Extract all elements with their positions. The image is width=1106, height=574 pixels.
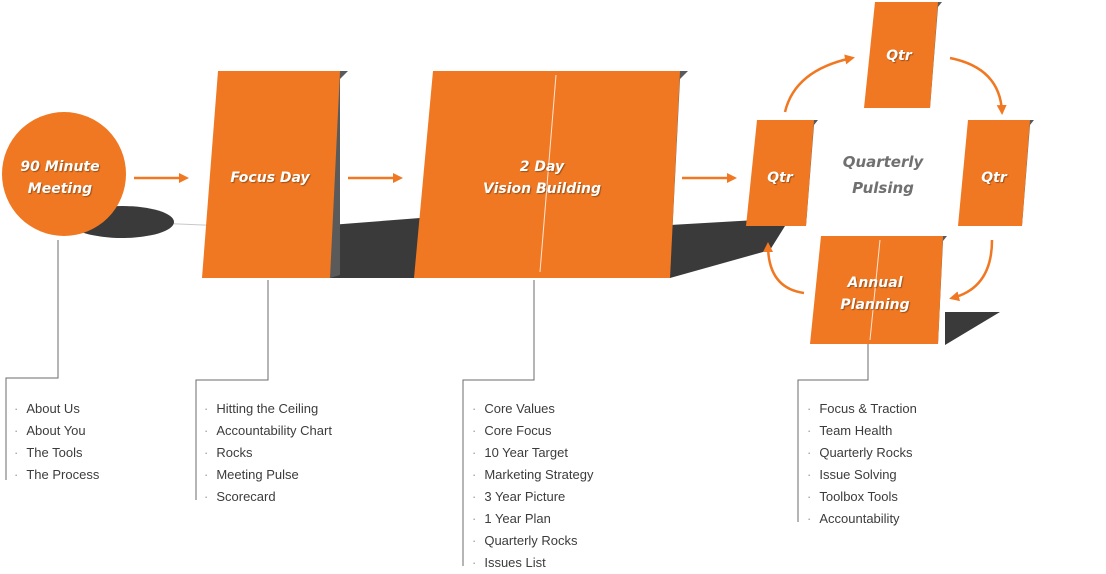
list-item: ·The Tools — [14, 445, 83, 460]
list-item: ·Issue Solving — [807, 467, 897, 482]
vision-divider — [539, 74, 557, 273]
list-item: ·Quarterly Rocks — [807, 445, 913, 460]
list-item: ·1 Year Plan — [472, 511, 551, 526]
list-item: ·Focus & Traction — [807, 401, 917, 416]
list-item: ·Meeting Pulse — [204, 467, 299, 482]
list-item: ·Accountability — [807, 511, 900, 526]
vision-topics-list: ·Core Values ·Core Focus ·10 Year Target… — [472, 398, 593, 574]
list-item: ·Rocks — [204, 445, 253, 460]
focus-day-topics-list: ·Hitting the Ceiling ·Accountability Cha… — [204, 398, 332, 508]
list-item: ·3 Year Picture — [472, 489, 566, 504]
vision-shadow — [670, 218, 790, 278]
vision-building-label: 2 Day Vision Building — [482, 159, 602, 197]
list-item: ·Quarterly Rocks — [472, 533, 578, 548]
list-item: ·Marketing Strategy — [472, 467, 594, 482]
focus-connector — [195, 280, 269, 500]
list-item: ·Scorecard — [204, 489, 276, 504]
vision-card — [414, 71, 680, 278]
list-item: ·10 Year Target — [472, 445, 568, 460]
meeting-label: 90 Minute Meeting — [20, 159, 100, 197]
qtr-right-card — [958, 120, 1030, 226]
qtr-left-label: Qtr — [767, 170, 793, 186]
qtr-top-card — [864, 2, 938, 108]
annual-shadow — [945, 312, 1000, 345]
focus-day-label: Focus Day — [230, 170, 310, 186]
focus-day-shadow — [330, 218, 420, 278]
arrow-qtr-left-to-top — [783, 54, 855, 113]
arrow-annual-to-qtr-left — [763, 242, 805, 295]
annual-planning-label: Annual Planning — [840, 275, 910, 313]
list-item: ·Issues List — [472, 555, 546, 570]
arrow-qtr-top-to-right — [949, 56, 1007, 115]
focus-day-card — [202, 71, 340, 278]
list-item: ·Accountability Chart — [204, 423, 332, 438]
list-item: ·Team Health — [807, 423, 893, 438]
meeting-circle — [2, 112, 126, 236]
annual-card — [810, 236, 943, 344]
meeting-topics-list: ·About Us ·About You ·The Tools ·The Pro… — [14, 398, 99, 486]
list-item: ·About Us — [14, 401, 80, 416]
quarterly-topics-list: ·Focus & Traction ·Team Health ·Quarterl… — [807, 398, 917, 530]
list-item: ·Core Values — [472, 401, 555, 416]
quarterly-connector — [797, 344, 869, 522]
annual-divider — [869, 239, 881, 341]
list-item: ·Toolbox Tools — [807, 489, 898, 504]
qtr-top-label: Qtr — [886, 48, 912, 64]
qtr-right-label: Qtr — [981, 170, 1007, 186]
qtr-left-card — [746, 120, 814, 226]
meeting-connector — [5, 240, 59, 480]
list-item: ·Hitting the Ceiling — [204, 401, 319, 416]
list-item: ·About You — [14, 423, 86, 438]
list-item: ·The Process — [14, 467, 100, 482]
vision-connector — [462, 280, 535, 566]
arrow-qtr-right-to-annual — [949, 239, 994, 302]
quarterly-pulsing-label: Quarterly Pulsing — [842, 153, 924, 197]
list-item: ·Core Focus — [472, 423, 552, 438]
